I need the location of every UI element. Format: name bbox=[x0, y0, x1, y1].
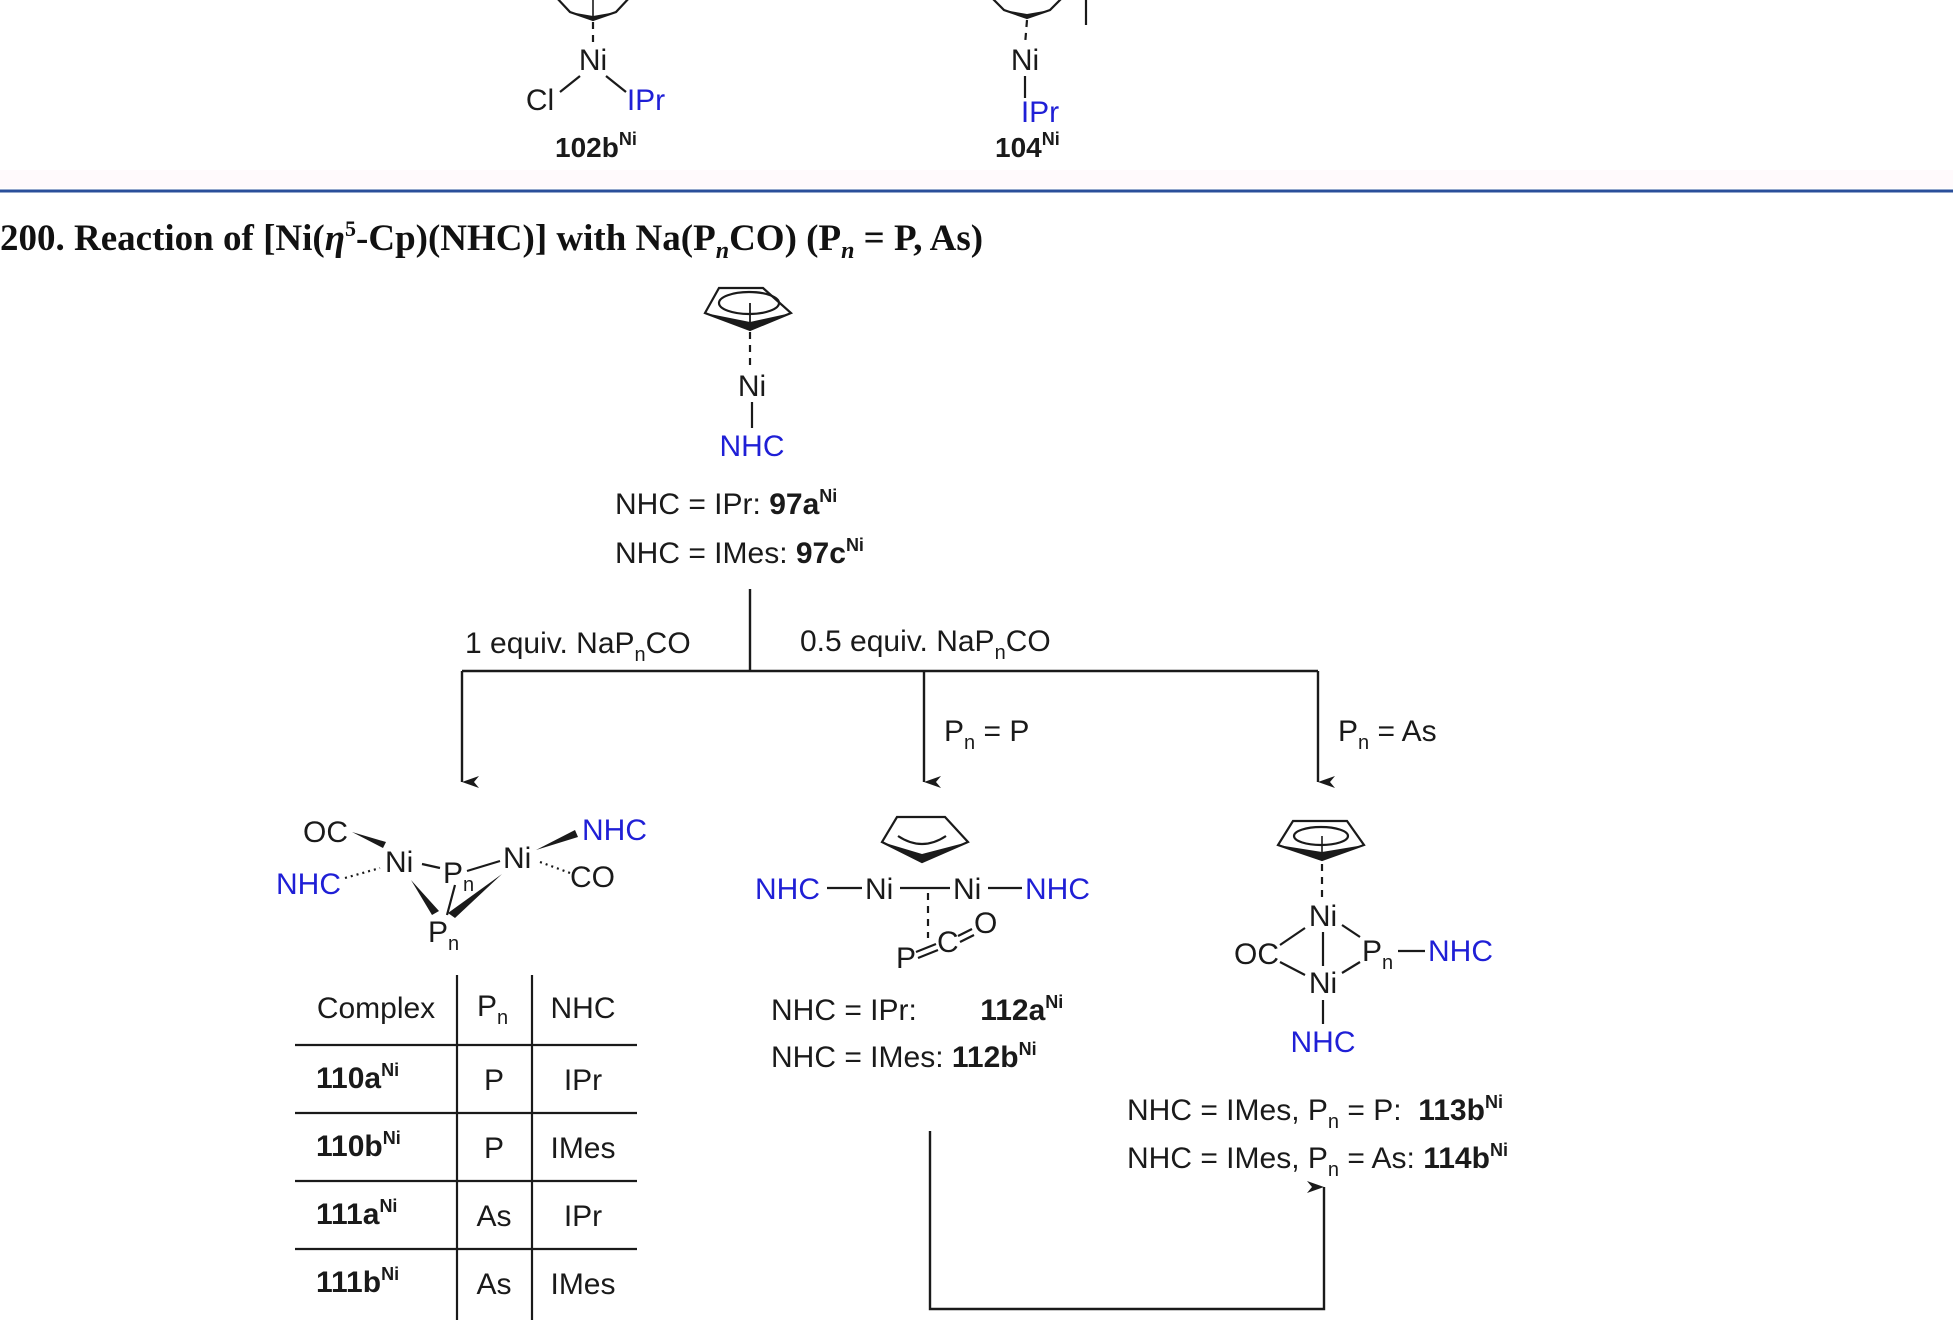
compound-104: Ni IPr 104Ni bbox=[992, 0, 1088, 163]
condition-1-equiv: 1 equiv. NaPnCO bbox=[465, 627, 691, 666]
atom-pn: Pn bbox=[1362, 935, 1393, 974]
table-cell-nhc: IMes bbox=[550, 1268, 615, 1301]
atom-ni: Ni bbox=[503, 842, 531, 875]
cyclopentadienyl-ring-icon bbox=[880, 815, 970, 864]
table-row: 110bNi P IMes bbox=[316, 1128, 616, 1165]
atom-ni: Ni bbox=[1309, 900, 1337, 933]
variant-113b: NHC = IMes, Pn = P: 113bNi bbox=[1127, 1092, 1503, 1133]
ligand-ipr: IPr bbox=[1021, 96, 1059, 129]
atom-p: P bbox=[896, 942, 916, 975]
table-header-pn: Pn bbox=[477, 990, 508, 1029]
cyclopentadienyl-ring-icon bbox=[1276, 819, 1366, 862]
complex-table: Complex Pn NHC 110aNi P IPr 110bNi P IMe… bbox=[295, 975, 637, 1320]
ligand-ipr: IPr bbox=[627, 84, 665, 117]
conversion-arrow bbox=[928, 1131, 1326, 1311]
table-cell-nhc: IPr bbox=[564, 1200, 602, 1233]
table-row: 111bNi As IMes bbox=[316, 1264, 616, 1301]
table-header-complex: Complex bbox=[317, 992, 435, 1025]
atom-ni: Ni bbox=[953, 873, 981, 906]
table-cell-complex: 110aNi bbox=[316, 1060, 399, 1095]
table-cell-complex: 111bNi bbox=[316, 1264, 399, 1299]
compound-label-104: 104Ni bbox=[995, 129, 1060, 163]
atom-ni: Ni bbox=[1011, 44, 1039, 77]
cyclopentadienyl-ring-icon bbox=[992, 0, 1062, 20]
condition-pn-p: Pn = P bbox=[944, 715, 1029, 754]
compound-102b: Ni Cl IPr 102bNi bbox=[526, 0, 665, 163]
header-band bbox=[0, 170, 1953, 188]
compound-label-102b: 102bNi bbox=[555, 129, 637, 163]
atom-pn-top: Pn bbox=[443, 857, 474, 896]
variant-112a: NHC = IPr: 112aNi bbox=[771, 992, 1063, 1027]
condition-pn-as: Pn = As bbox=[1338, 715, 1437, 754]
table-cell-pn: As bbox=[476, 1268, 511, 1301]
atom-ni: Ni bbox=[385, 846, 413, 879]
table-cell-nhc: IMes bbox=[550, 1132, 615, 1165]
cyclopentadienyl-ring-icon bbox=[557, 0, 629, 22]
table-cell-complex: 111aNi bbox=[316, 1196, 397, 1231]
ligand-nhc: NHC bbox=[1428, 935, 1493, 968]
table-cell-complex: 110bNi bbox=[316, 1128, 401, 1163]
ligand-nhc: NHC bbox=[582, 814, 647, 847]
product-113-114-structure: Ni Ni OC Pn NHC NHC bbox=[1234, 819, 1493, 1059]
cyclopentadienyl-ring-icon bbox=[703, 286, 794, 332]
table-row: 111aNi As IPr bbox=[316, 1196, 602, 1233]
atom-ni: Ni bbox=[1309, 967, 1337, 1000]
ligand-nhc: NHC bbox=[276, 868, 341, 901]
atom-c: C bbox=[937, 926, 959, 959]
ligand-nhc: NHC bbox=[1025, 873, 1090, 906]
variant-112b: NHC = IMes: 112bNi bbox=[771, 1039, 1037, 1074]
ligand-nhc: NHC bbox=[720, 430, 785, 463]
table-cell-pn: As bbox=[476, 1200, 511, 1233]
table-cell-nhc: IPr bbox=[564, 1064, 602, 1097]
variant-97c: NHC = IMes: 97cNi bbox=[615, 535, 864, 570]
table-row: 110aNi P IPr bbox=[316, 1060, 602, 1097]
atom-ni: Ni bbox=[865, 873, 893, 906]
product-110-111-structure: OC NHC Ni Pn Ni NHC CO Pn bbox=[276, 814, 647, 955]
table-header-nhc: NHC bbox=[551, 992, 616, 1025]
atom-o: O bbox=[974, 907, 997, 940]
atom-pn-bottom: Pn bbox=[428, 916, 459, 955]
condition-0-5-equiv: 0.5 equiv. NaPnCO bbox=[800, 625, 1051, 664]
atom-ni: Ni bbox=[579, 44, 607, 77]
atom-oc: OC bbox=[303, 816, 348, 849]
atom-ni: Ni bbox=[738, 370, 766, 403]
product-112-structure: NHC Ni Ni NHC P C O bbox=[755, 815, 1090, 975]
ligand-nhc: NHC bbox=[1291, 1026, 1356, 1059]
variant-97a: NHC = IPr: 97aNi bbox=[615, 486, 837, 521]
table-cell-pn: P bbox=[484, 1064, 504, 1097]
starting-material: Ni NHC NHC = IPr: 97aNi NHC = IMes: 97cN… bbox=[615, 286, 864, 570]
scheme-title: 200. Reaction of [Ni(η5-Cp)(NHC)] with N… bbox=[0, 216, 983, 264]
atom-oc: OC bbox=[1234, 938, 1279, 971]
table-cell-pn: P bbox=[484, 1132, 504, 1165]
reaction-arrows bbox=[460, 589, 1335, 788]
ligand-nhc: NHC bbox=[755, 873, 820, 906]
atom-cl: Cl bbox=[526, 84, 554, 117]
atom-co: CO bbox=[570, 861, 615, 894]
variant-114b: NHC = IMes, Pn = As: 114bNi bbox=[1127, 1140, 1508, 1181]
